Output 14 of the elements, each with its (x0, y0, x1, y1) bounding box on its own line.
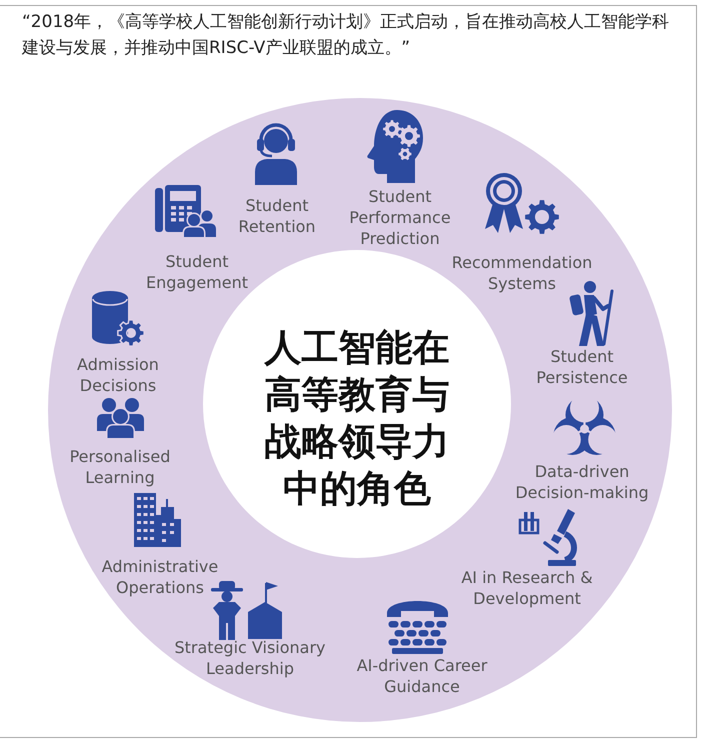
item-label: AI-driven Career Guidance (356, 655, 488, 697)
item-label: Student Engagement (144, 251, 250, 293)
item-label: Recommendation Systems (450, 252, 594, 294)
item-label: Student Performance Prediction (348, 186, 452, 249)
item-label: Student Retention (237, 195, 317, 237)
item-label: Strategic Visionary Leadership (173, 637, 326, 679)
quote-text: “2018年，《高等学校人工智能创新行动计划》正式启动，旨在推动高校人工智能学科建设与发展，并推动中国RISC-V产业联盟的成立。” (22, 11, 670, 60)
center-title: 人工智能在高等教育与战略领导力中的角色 (263, 325, 450, 512)
item-label: Personalised Learning (68, 446, 172, 488)
item-label: Student Persistence (535, 346, 629, 388)
item-label: AI in Research & Development (460, 567, 594, 609)
item-label: Admission Decisions (76, 354, 160, 396)
item-label: Data-driven Decision-making (514, 461, 650, 503)
item-label: Administrative Operations (100, 556, 220, 598)
